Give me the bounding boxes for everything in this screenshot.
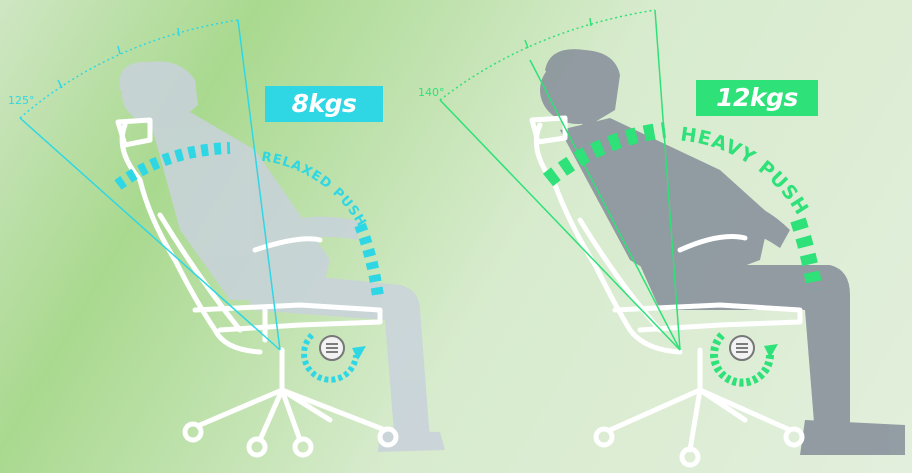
weight-badge-right: 12kgs [696,80,818,116]
right-panel: 140° HEAVY PUSH [418,10,905,465]
tension-knob-icon [714,335,778,383]
weight-badge-left: 8kgs [265,86,383,122]
angle-label-left: 125° [8,94,35,107]
angle-label-right: 140° [418,86,445,99]
tension-knob-icon [304,335,366,380]
